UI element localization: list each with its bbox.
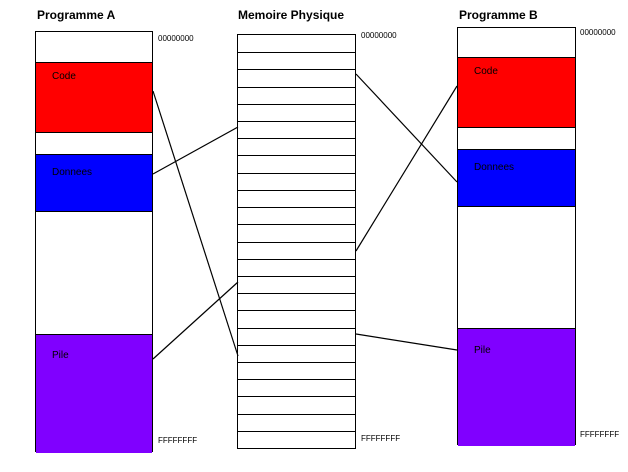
program-b-title: Programme B bbox=[459, 8, 538, 22]
memory-frame-divider bbox=[238, 241, 355, 243]
memory-frame-divider bbox=[238, 207, 355, 209]
physical-memory-title: Memoire Physique bbox=[238, 8, 345, 22]
memory-frame-divider bbox=[238, 86, 355, 88]
memory-frame-divider bbox=[238, 138, 355, 140]
memory-frame-divider bbox=[238, 121, 355, 123]
memory-frame-divider bbox=[238, 172, 355, 174]
memory-frame-divider bbox=[238, 189, 355, 191]
memory-frame-divider bbox=[238, 327, 355, 329]
program-a-start-address: 00000000 bbox=[158, 34, 194, 43]
program-a-title: Programme A bbox=[37, 8, 116, 22]
memory-frame-divider bbox=[238, 275, 355, 277]
program-b-stack-label: Pile bbox=[474, 345, 491, 356]
mapping-line-b-code bbox=[355, 85, 458, 252]
program-b-data-label: Donnees bbox=[474, 162, 515, 173]
memory-frame-divider bbox=[238, 293, 355, 295]
memory-frame-divider bbox=[238, 344, 355, 346]
memory-frame-divider bbox=[238, 69, 355, 71]
program-b-address-space: Code Donnees Pile bbox=[457, 27, 576, 446]
program-a-code-label: Code bbox=[52, 71, 76, 82]
memory-frame-divider bbox=[238, 103, 355, 105]
memory-start-address: 00000000 bbox=[361, 31, 397, 40]
memory-frame-divider bbox=[238, 430, 355, 432]
memory-frame-divider bbox=[238, 258, 355, 260]
mapping-line-b-data bbox=[355, 73, 458, 183]
physical-memory-frames bbox=[237, 34, 356, 449]
program-a-data-label: Donnees bbox=[52, 167, 93, 178]
mapping-line-b-stack bbox=[355, 333, 458, 351]
memory-frame-divider bbox=[238, 379, 355, 381]
program-b-start-address: 00000000 bbox=[580, 28, 616, 37]
program-b-stack-segment: Pile bbox=[458, 328, 575, 446]
program-a-stack-segment: Pile bbox=[36, 334, 152, 453]
memory-frame-divider bbox=[238, 155, 355, 157]
memory-frame-divider bbox=[238, 361, 355, 363]
program-b-code-segment: Code bbox=[458, 57, 575, 128]
program-b-end-address: FFFFFFFF bbox=[580, 430, 620, 439]
memory-end-address: FFFFFFFF bbox=[361, 434, 401, 443]
program-b-data-segment: Donnees bbox=[458, 149, 575, 207]
program-a-address-space: Code Donnees Pile bbox=[35, 31, 153, 453]
program-b-code-label: Code bbox=[474, 66, 498, 77]
memory-frame-divider bbox=[238, 224, 355, 226]
program-a-stack-label: Pile bbox=[52, 350, 69, 361]
memory-frame-divider bbox=[238, 310, 355, 312]
mapping-line-a-code bbox=[152, 90, 239, 357]
mapping-line-a-stack bbox=[152, 281, 239, 360]
program-a-code-segment: Code bbox=[36, 62, 152, 133]
program-a-end-address: FFFFFFFF bbox=[158, 436, 198, 445]
memory-frame-divider bbox=[238, 52, 355, 54]
mapping-line-a-data bbox=[152, 126, 239, 175]
program-a-data-segment: Donnees bbox=[36, 154, 152, 212]
memory-frame-divider bbox=[238, 396, 355, 398]
memory-frame-divider bbox=[238, 413, 355, 415]
